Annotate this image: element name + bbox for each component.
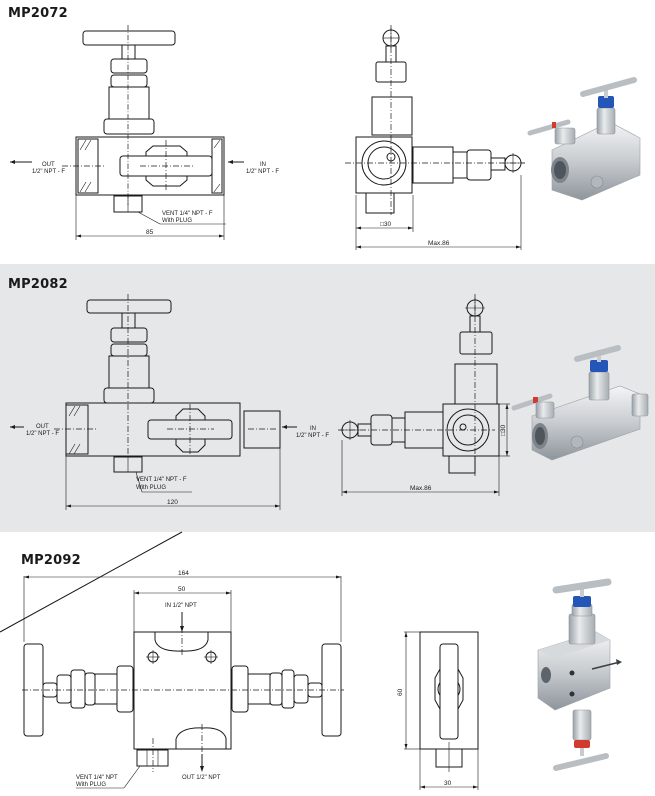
in-thread-label: 1/2" NPT - F [246, 169, 279, 175]
vent-label: VENT 1/4" NPT - F [162, 211, 213, 217]
in-label: IN 1/2" NPT [165, 603, 197, 609]
model-title: MP2072 [8, 6, 68, 21]
square-dim: □30 [500, 424, 507, 436]
product-render [527, 77, 641, 201]
vent-label: VENT 1/4" NPT - F [136, 477, 187, 483]
vent-plug-label: With PLUG [136, 485, 166, 491]
front-view [0, 531, 344, 789]
side-view [404, 631, 479, 790]
product-render [537, 578, 622, 771]
vent-plug-label: With PLUG [76, 782, 106, 788]
mp2082-drawing: OUT 1/2" NPT - F IN 1/2" NPT - F VENT 1/… [10, 294, 649, 510]
length-dim: 85 [146, 229, 154, 236]
in-label: IN [260, 162, 266, 168]
lock-nut [110, 74, 148, 88]
overall-dim: 164 [178, 570, 189, 577]
product-render [511, 345, 649, 461]
male-in-port [243, 410, 281, 449]
section-mp2072: MP2072 [0, 0, 655, 264]
model-title: MP2092 [21, 553, 81, 568]
packing-nut [110, 58, 148, 74]
in-thread-label: 1/2" NPT - F [296, 433, 329, 439]
depth-dim: 30 [444, 780, 452, 787]
bonnet [108, 86, 150, 120]
body-block [133, 631, 232, 750]
stem [121, 44, 136, 60]
model-title: MP2082 [8, 277, 68, 292]
square-dim: □30 [380, 221, 392, 228]
vent-plug-label: With PLUG [162, 218, 192, 224]
height-dim: 60 [397, 688, 404, 696]
t-handle [82, 30, 176, 46]
max-width-dim: Max.86 [410, 485, 432, 492]
length-dim: 120 [167, 499, 178, 506]
section-mp2092: MP2092 [0, 531, 655, 796]
side-view [338, 294, 510, 496]
front-view [10, 25, 244, 240]
out-label: OUT [36, 424, 49, 430]
side-view [345, 25, 525, 250]
mp2092-drawing: 164 50 IN 1/2" NPT OUT 1/2" NPT VENT 1/4… [0, 531, 622, 790]
mp2072-drawing: OUT 1/2" NPT - F IN 1/2" NPT - F VENT 1/… [10, 25, 641, 250]
in-port [154, 632, 209, 652]
block-dim: 50 [178, 586, 186, 593]
out-label: OUT [42, 162, 55, 168]
max-width-dim: Max.86 [428, 240, 450, 247]
in-label: IN [310, 426, 316, 432]
in-port [211, 138, 223, 194]
vent-label: VENT 1/4" NPT [76, 775, 118, 781]
bonnet-hex [103, 118, 155, 135]
out-port [175, 727, 227, 749]
out-label: OUT 1/2" NPT [182, 775, 221, 781]
front-view [10, 294, 297, 510]
out-thread-label: 1/2" NPT - F [26, 431, 59, 437]
out-thread-label: 1/2" NPT - F [32, 169, 65, 175]
section-mp2082: MP2082 [0, 264, 655, 532]
